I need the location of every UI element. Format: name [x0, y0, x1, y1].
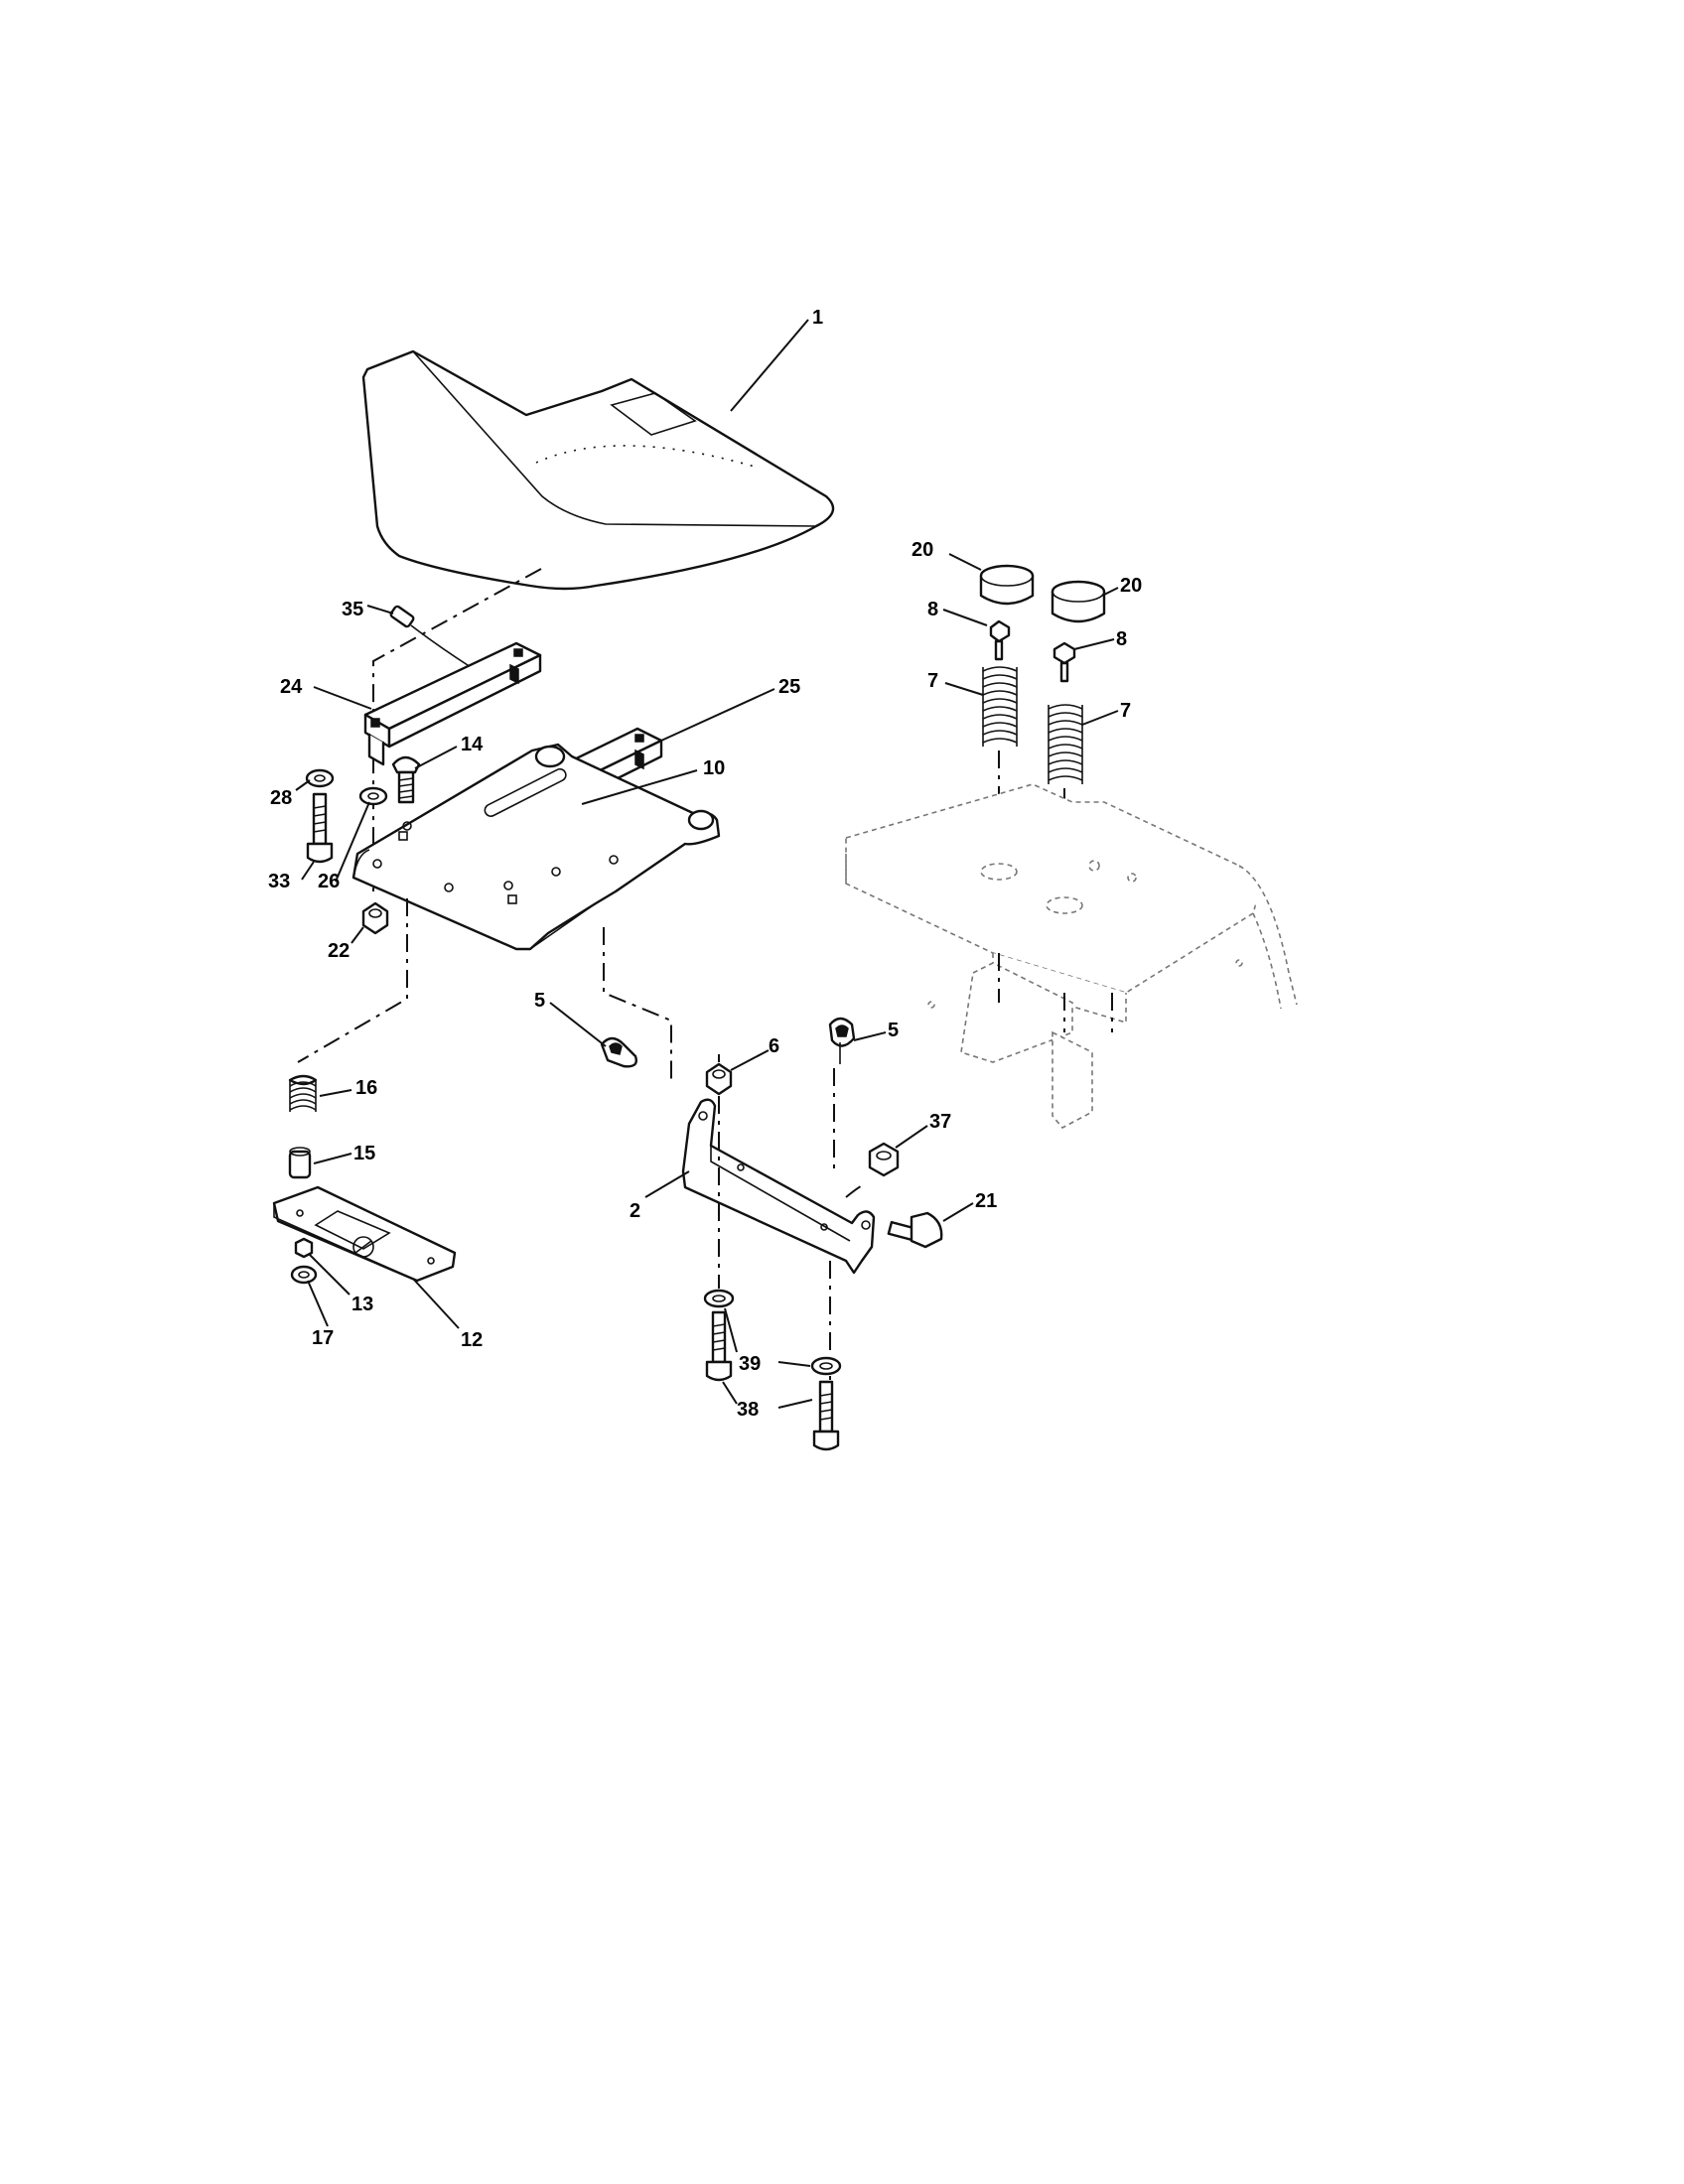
washer-part-39-upper — [703, 1289, 735, 1308]
nut-part-17 — [290, 1265, 318, 1285]
bumper-part-20-right — [1051, 580, 1106, 623]
callout-5: 5 — [534, 990, 545, 1012]
callout-labels: 1 20 20 35 8 8 24 25 7 7 14 10 28 33 26 … — [268, 307, 1142, 1421]
callout-33: 33 — [268, 871, 290, 892]
nut-part-6 — [705, 1062, 733, 1096]
flat-washer-part-26 — [358, 786, 388, 806]
hex-nut-part-22 — [361, 901, 389, 935]
callout-16: 16 — [355, 1077, 377, 1099]
wire-harness-part-35 — [389, 605, 472, 668]
callout-8: 8 — [927, 599, 938, 620]
callout-13: 13 — [351, 1294, 373, 1315]
callout-14: 14 — [461, 734, 484, 755]
spring-part-7-right — [1048, 704, 1083, 784]
bumper-part-20-left — [979, 564, 1035, 606]
phantom-line-seat — [372, 568, 542, 891]
callout-39: 39 — [739, 1353, 761, 1375]
phantom-line-pan-lower — [297, 898, 408, 1063]
clip-part-5-right — [828, 1017, 856, 1064]
pivot-bracket-part-2 — [681, 1098, 876, 1275]
bolt-part-8-right — [1052, 641, 1076, 683]
bolt-part-38-right — [812, 1380, 840, 1451]
washer-part-39-lower — [810, 1356, 842, 1376]
seat-rail-part-24 — [363, 641, 542, 766]
callout-26: 26 — [318, 871, 340, 892]
callout-7: 7 — [1120, 700, 1131, 722]
tractor-frame-phantom — [845, 783, 1298, 1130]
callout-8: 8 — [1116, 628, 1127, 650]
bolt-part-8-left — [989, 619, 1011, 661]
support-plate-part-12 — [272, 1185, 457, 1283]
callout-2: 2 — [630, 1200, 640, 1222]
callout-12: 12 — [461, 1329, 483, 1351]
callout-37: 37 — [929, 1111, 951, 1133]
callout-6: 6 — [769, 1035, 779, 1057]
spring-part-7-left — [982, 666, 1018, 747]
callout-7: 7 — [927, 670, 938, 692]
callout-25: 25 — [778, 676, 800, 698]
shoulder-bolt-part-21 — [887, 1211, 943, 1249]
callout-24: 24 — [280, 676, 303, 698]
callout-28: 28 — [270, 787, 292, 809]
washer-part-13 — [294, 1237, 314, 1259]
lock-washer-part-28 — [305, 768, 335, 788]
phantom-line-nut37 — [845, 1182, 867, 1198]
bolt-part-38-left — [705, 1310, 733, 1382]
callout-38: 38 — [737, 1399, 759, 1421]
callout-10: 10 — [703, 757, 725, 779]
callout-5: 5 — [888, 1020, 899, 1041]
clip-part-5-left — [600, 1036, 637, 1068]
callout-21: 21 — [975, 1190, 997, 1212]
callout-20: 20 — [912, 539, 933, 561]
callout-35: 35 — [342, 599, 363, 620]
nut-part-37 — [868, 1142, 900, 1177]
spacer-part-15 — [288, 1147, 312, 1179]
callout-1: 1 — [812, 307, 823, 329]
callout-22: 22 — [328, 940, 350, 962]
callout-20: 20 — [1120, 575, 1142, 597]
phantom-line-bolts — [718, 1054, 835, 1380]
spring-part-16 — [288, 1074, 318, 1112]
seat-part-1 — [361, 349, 835, 591]
callout-17: 17 — [312, 1327, 334, 1349]
callout-15: 15 — [353, 1143, 375, 1164]
carriage-bolt-part-14 — [391, 755, 421, 804]
phantom-line-pan-bracket — [603, 927, 672, 1082]
hex-bolt-part-33 — [306, 792, 334, 864]
leader-lines — [295, 319, 1119, 1409]
seat-pan-part-10 — [351, 743, 721, 951]
